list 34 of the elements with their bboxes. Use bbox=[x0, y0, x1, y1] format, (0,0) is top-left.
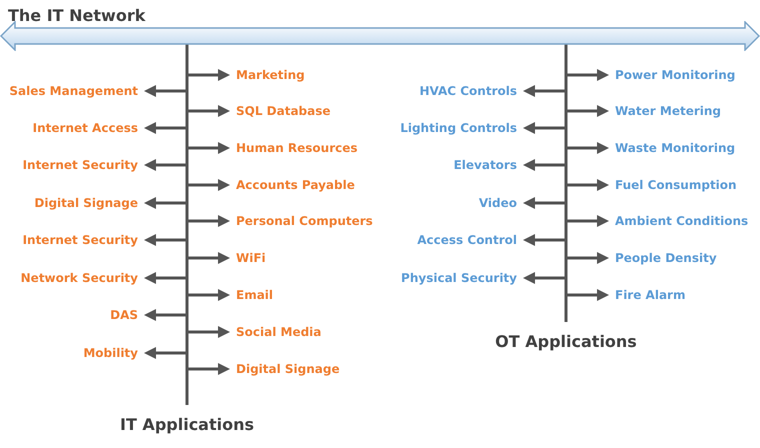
application-label: Access Control bbox=[417, 232, 517, 248]
application-label: Fire Alarm bbox=[615, 287, 686, 303]
application-label: Ambient Conditions bbox=[615, 213, 748, 229]
application-label: Personal Computers bbox=[236, 213, 373, 229]
application-label: Marketing bbox=[236, 67, 305, 83]
application-label: Power Monitoring bbox=[615, 67, 736, 83]
application-label: Accounts Payable bbox=[236, 177, 355, 193]
application-label: Sales Management bbox=[9, 83, 138, 99]
application-label: Network Security bbox=[20, 270, 138, 286]
application-label: Video bbox=[478, 195, 517, 211]
application-label: Water Metering bbox=[615, 103, 721, 119]
application-label: Mobility bbox=[83, 345, 138, 361]
group-heading: IT Applications bbox=[120, 415, 254, 434]
double-arrow-bar bbox=[0, 21, 760, 51]
application-label: People Density bbox=[615, 250, 717, 266]
application-label: Digital Signage bbox=[34, 195, 138, 211]
diagram-title: The IT Network bbox=[8, 6, 146, 25]
application-label: Fuel Consumption bbox=[615, 177, 737, 193]
application-label: DAS bbox=[110, 307, 138, 323]
application-label: SQL Database bbox=[236, 103, 331, 119]
application-label: Internet Access bbox=[32, 120, 138, 136]
application-label: WiFi bbox=[236, 250, 266, 266]
application-label: Digital Signage bbox=[236, 361, 340, 377]
application-label: Human Resources bbox=[236, 140, 358, 156]
group-heading: OT Applications bbox=[495, 332, 637, 351]
application-label: HVAC Controls bbox=[419, 83, 517, 99]
application-label: Lighting Controls bbox=[400, 120, 517, 136]
application-label: Email bbox=[236, 287, 274, 303]
application-label: Physical Security bbox=[401, 270, 517, 286]
application-label: Internet Security bbox=[22, 157, 138, 173]
application-label: Internet Security bbox=[22, 232, 138, 248]
application-label: Elevators bbox=[454, 157, 517, 173]
application-label: Social Media bbox=[236, 324, 322, 340]
application-label: Waste Monitoring bbox=[615, 140, 736, 156]
